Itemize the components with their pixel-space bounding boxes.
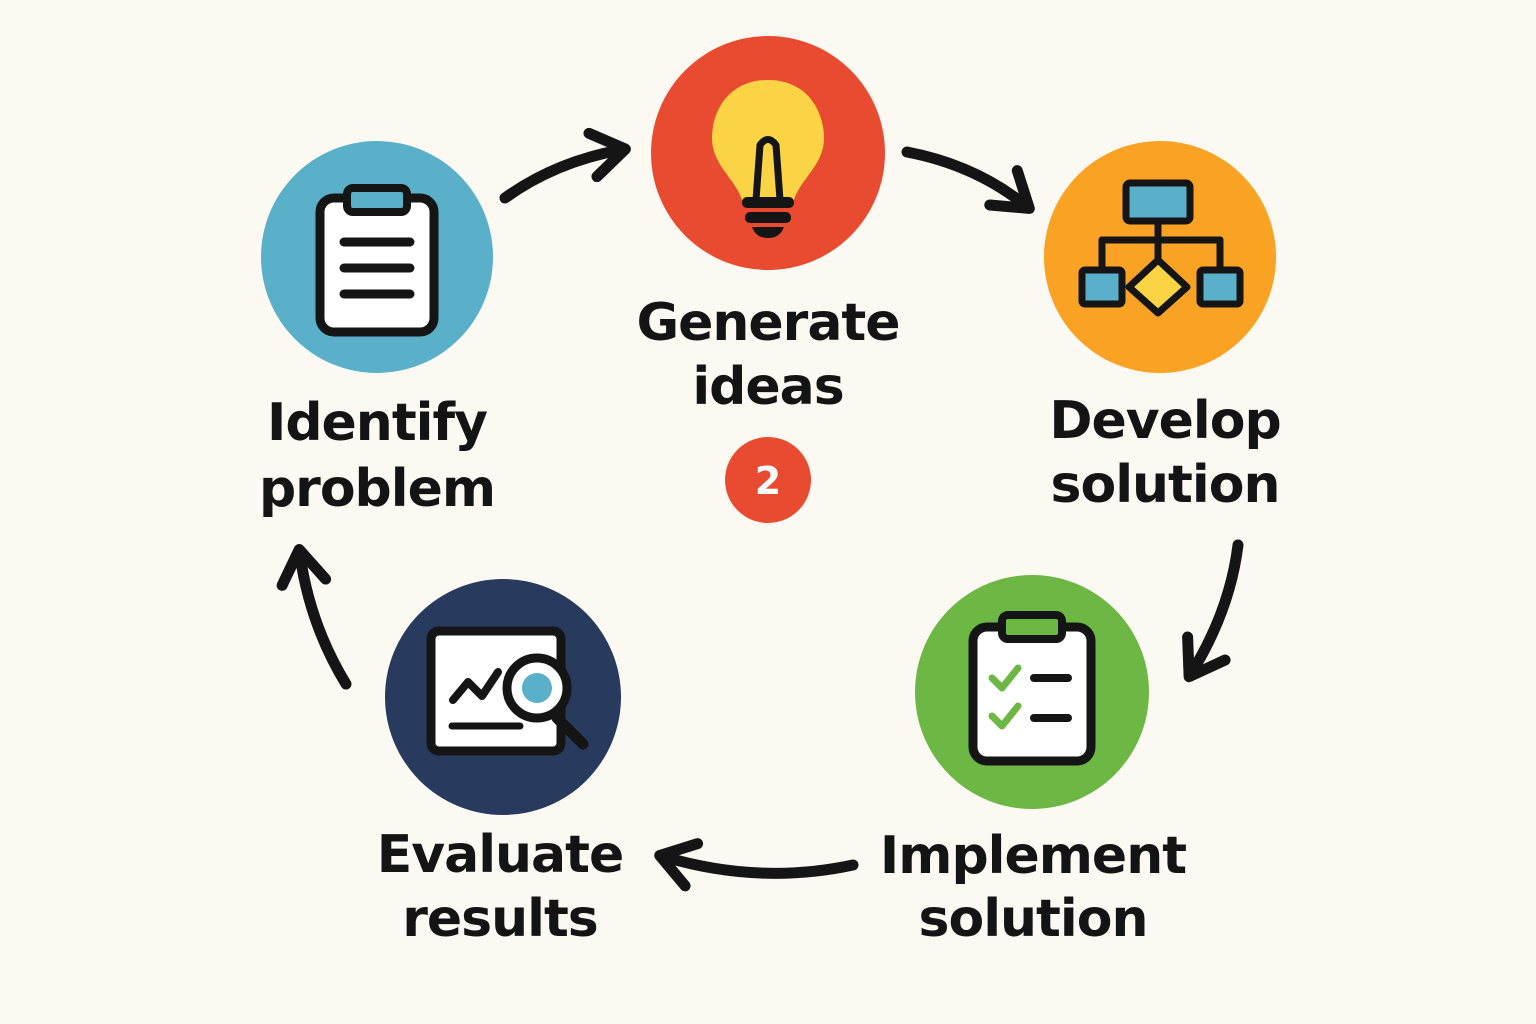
- arrow-evaluate-to-identify: [276, 544, 352, 690]
- develop-label-line2: solution: [1051, 455, 1280, 515]
- generate-label-line2: ideas: [692, 357, 843, 417]
- arrow-identify-to-generate: [499, 127, 631, 204]
- arrow-implement-to-evaluate: [654, 838, 859, 892]
- step-evaluate-results: Evaluate results: [377, 579, 624, 949]
- arrow-develop-to-implement: [1182, 539, 1244, 683]
- step-generate-ideas: Generate ideas 2: [636, 36, 901, 523]
- step-implement-solution: Implement solution: [880, 575, 1187, 949]
- develop-label-line1: Develop: [1049, 391, 1280, 451]
- implement-label-line1: Implement: [880, 826, 1186, 886]
- clipboard-icon: [315, 184, 439, 337]
- step-number-badge: 2: [725, 437, 811, 523]
- step-identify-problem: Identify problem: [259, 141, 496, 519]
- flowchart-icon: [1078, 179, 1244, 317]
- evaluate-label-line1: Evaluate: [377, 825, 624, 885]
- checklist-icon: [968, 611, 1096, 766]
- badge-number: 2: [755, 459, 781, 503]
- identify-label-line2: problem: [259, 459, 495, 519]
- arrow-generate-to-develop: [901, 146, 1035, 214]
- lightbulb-icon: [712, 80, 824, 238]
- step-develop-solution: Develop solution: [1044, 141, 1282, 515]
- implement-label-line2: solution: [919, 889, 1148, 949]
- chart-magnifier-icon: [426, 626, 589, 756]
- evaluate-label-line2: results: [402, 889, 598, 949]
- identify-label-line1: Identify: [267, 393, 487, 453]
- generate-label-line1: Generate: [636, 293, 899, 353]
